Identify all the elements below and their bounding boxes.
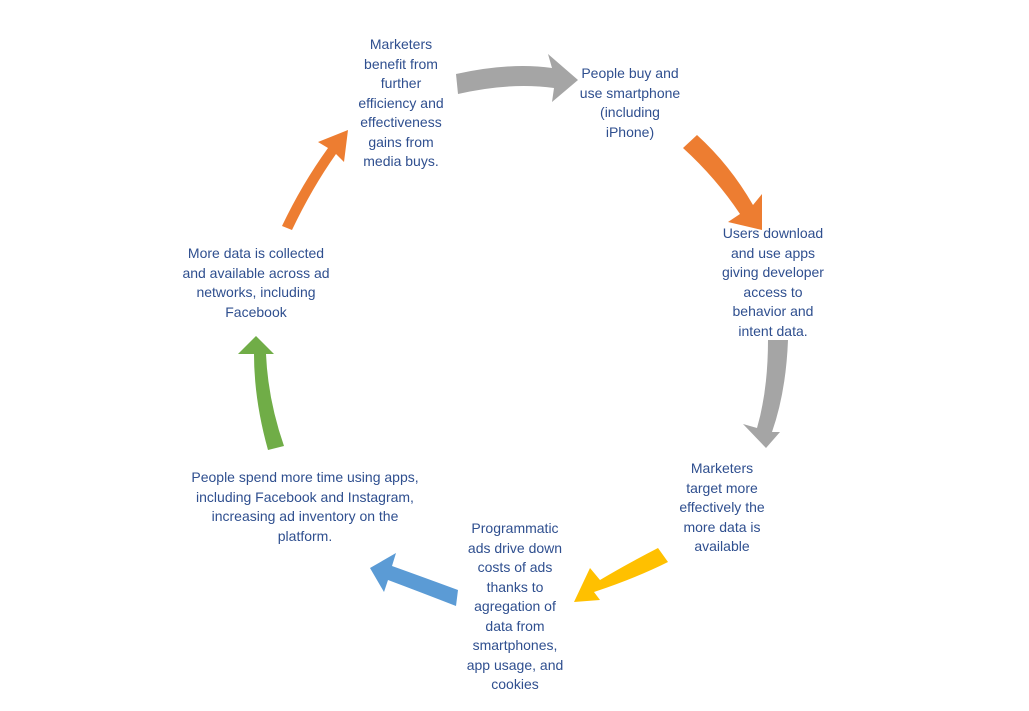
cycle-step-text: People spend more time using apps, inclu… (191, 469, 419, 544)
cycle-step-text: Users download and use apps giving devel… (722, 225, 824, 339)
arrow-step1-to-step2 (456, 54, 578, 102)
cycle-step-text: More data is collected and available acr… (182, 245, 330, 320)
cycle-step-text: Marketers benefit from further efficienc… (358, 36, 444, 169)
cycle-step-text: People buy and use smartphone (including… (579, 65, 681, 140)
arrow-step7-to-step1 (282, 130, 348, 230)
arrow-step4-to-step5 (574, 548, 668, 602)
arrow-step5-to-step6 (370, 553, 458, 606)
arrow-step3-to-step4 (743, 340, 788, 448)
cycle-step-text: Marketers target more effectively the mo… (679, 460, 765, 554)
arrow-step2-to-step3 (683, 135, 762, 230)
arrow-step6-to-step7 (238, 336, 284, 450)
cycle-step-text: Programmatic ads drive down costs of ads… (466, 520, 564, 692)
